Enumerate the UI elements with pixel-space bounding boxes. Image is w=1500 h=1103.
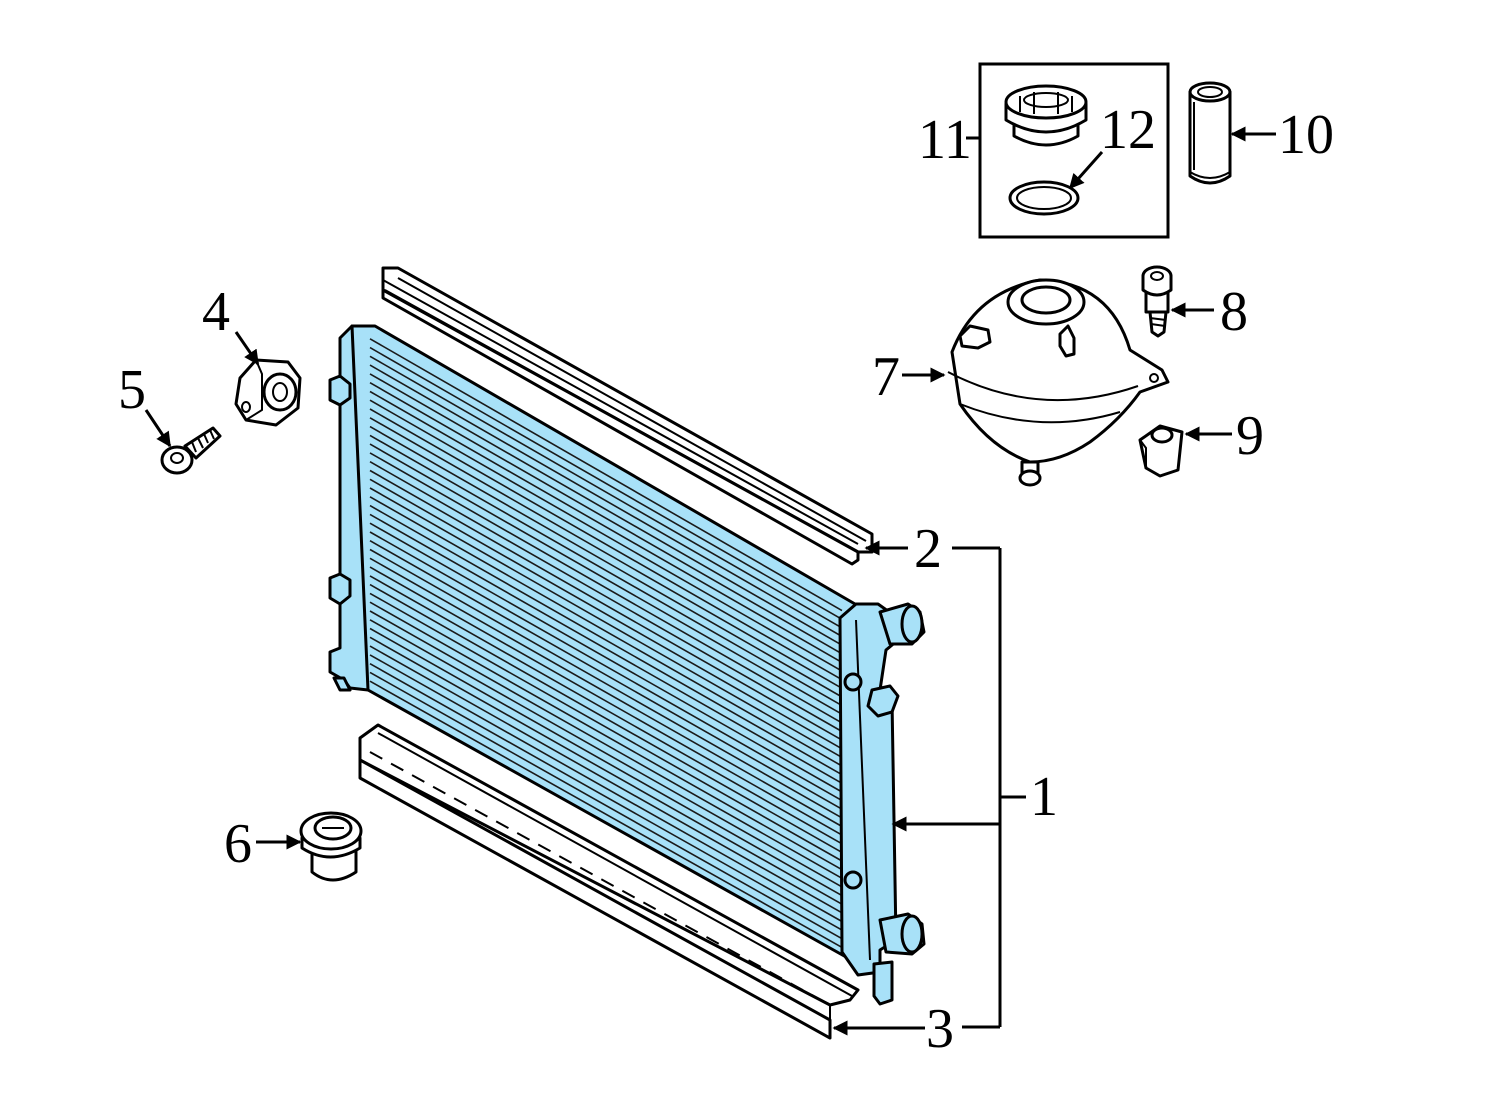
fin-line xyxy=(369,663,843,931)
fin-line xyxy=(369,540,843,810)
fin-line xyxy=(369,645,843,914)
fin-line xyxy=(369,557,843,828)
fin-line xyxy=(369,373,843,646)
cap-seal-ring[interactable] xyxy=(1008,180,1080,216)
fin-line xyxy=(369,619,843,888)
expansion-tank[interactable] xyxy=(947,278,1170,487)
fin-line xyxy=(369,417,843,689)
fin-line xyxy=(369,636,843,905)
callout-1: 1 xyxy=(1030,766,1058,828)
callout-9: 9 xyxy=(1236,405,1264,467)
bolt[interactable] xyxy=(160,426,222,475)
hose-sleeve[interactable] xyxy=(1188,81,1232,185)
fin-line xyxy=(369,627,843,897)
callout-7: 7 xyxy=(872,346,900,408)
fin-line xyxy=(369,390,843,664)
fin-line xyxy=(369,382,843,655)
fin-line xyxy=(369,469,843,741)
radiator[interactable] xyxy=(328,324,926,1006)
callout-2: 2 xyxy=(914,518,942,580)
fin-line xyxy=(369,513,843,784)
fin-line xyxy=(369,610,843,879)
callout-3: 3 xyxy=(926,998,954,1060)
fin-line xyxy=(369,671,843,940)
callout-labels: 1 2 3 4 5 6 7 8 9 10 11 12 xyxy=(118,99,1334,1060)
fin-line xyxy=(369,583,843,854)
callout-4: 4 xyxy=(202,281,230,343)
fin-line xyxy=(369,434,843,707)
fin-line xyxy=(369,522,843,793)
fin-line xyxy=(369,355,843,629)
fin-line xyxy=(369,346,843,620)
fin-line xyxy=(369,443,843,715)
cap-kit-box xyxy=(978,62,1170,239)
fin-line xyxy=(369,601,843,871)
fin-line xyxy=(369,654,843,923)
mount-bracket[interactable] xyxy=(234,358,302,427)
fin-line xyxy=(369,566,843,836)
callout-11: 11 xyxy=(918,109,972,171)
fin-line xyxy=(369,487,843,759)
fin-line xyxy=(369,680,843,949)
fin-line xyxy=(369,399,843,672)
radiator-cap[interactable] xyxy=(1004,84,1088,147)
callout-10: 10 xyxy=(1278,104,1334,166)
fin-line xyxy=(369,592,843,862)
fin-line xyxy=(369,338,843,612)
fin-line xyxy=(369,364,843,638)
callout-12: 12 xyxy=(1100,99,1156,161)
upper-seal-strip[interactable] xyxy=(381,266,874,566)
leader-lines xyxy=(144,126,1276,1036)
fin-line xyxy=(369,531,843,802)
lower-seal-strip[interactable] xyxy=(358,723,860,1040)
radiator-fins xyxy=(369,338,843,949)
fin-line xyxy=(369,496,843,767)
callout-6: 6 xyxy=(224,813,252,875)
fin-line xyxy=(369,452,843,724)
fin-line xyxy=(369,504,843,776)
fin-line xyxy=(369,575,843,845)
callout-5: 5 xyxy=(118,359,146,421)
clip-nut[interactable] xyxy=(1138,424,1184,478)
fin-line xyxy=(369,548,843,819)
drain-plug[interactable] xyxy=(299,811,363,882)
fin-line xyxy=(369,478,843,750)
tank-screw[interactable] xyxy=(1141,265,1173,338)
callout-8: 8 xyxy=(1220,281,1248,343)
fin-line xyxy=(369,425,843,698)
fin-line xyxy=(369,408,843,681)
fin-line xyxy=(369,461,843,733)
